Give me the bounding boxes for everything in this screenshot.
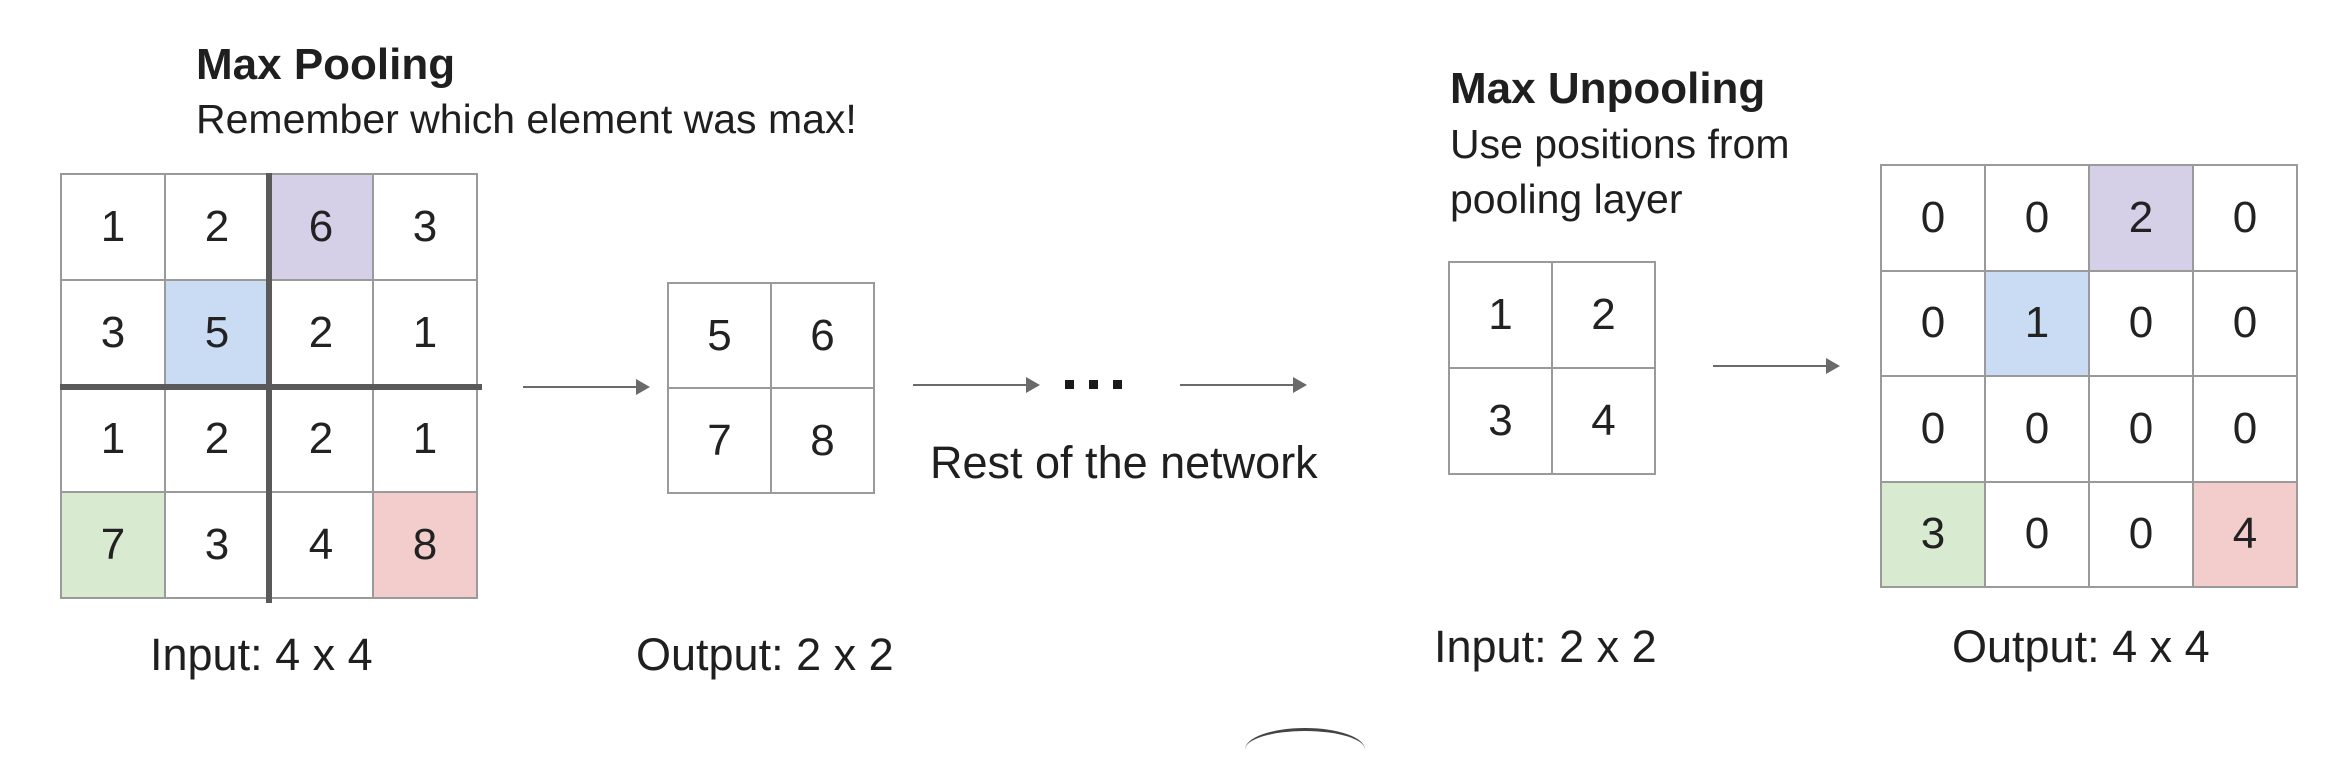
grid-cell: 0 [1882, 271, 1986, 377]
grid-cell-max: 6 [270, 175, 374, 281]
grid-cell: 2 [270, 281, 374, 387]
grid-cell: 1 [374, 387, 478, 493]
grid-cell: 0 [2194, 377, 2298, 483]
arrow-right [913, 377, 1040, 393]
grid-cell: 3 [374, 175, 478, 281]
grid-cell-max: 2 [2090, 166, 2194, 272]
grid-cell: 2 [166, 175, 270, 281]
grid-cell-max: 7 [62, 493, 166, 599]
grid-cell: 0 [1882, 166, 1986, 272]
unpooling-output-label: Output: 4 x 4 [1952, 621, 2210, 672]
grid-cell: 6 [772, 284, 875, 389]
grid-cell-max: 3 [1882, 482, 1986, 588]
ellipsis-icon [1065, 380, 1137, 398]
pooling-region-divider-horizontal [60, 384, 482, 390]
grid-cell: 0 [2194, 166, 2298, 272]
unpooling-input-label: Input: 2 x 2 [1434, 621, 1657, 672]
grid-cell-max: 4 [2194, 482, 2298, 588]
grid-cell: 0 [2090, 482, 2194, 588]
grid-cell: 0 [2090, 271, 2194, 377]
unpooling-input-grid: 1 2 3 4 [1448, 261, 1656, 475]
arrow-right [523, 379, 650, 395]
max-pooling-title: Max Pooling [196, 40, 456, 89]
grid-cell: 5 [669, 284, 772, 389]
page-edge-arc [1245, 728, 1365, 771]
grid-cell: 8 [772, 389, 875, 494]
grid-cell: 1 [1450, 263, 1553, 369]
max-unpooling-subtitle-line1: Use positions from [1450, 121, 1790, 167]
grid-cell: 4 [270, 493, 374, 599]
grid-cell-max: 8 [374, 493, 478, 599]
pooling-input-label: Input: 4 x 4 [150, 629, 373, 680]
max-unpooling-subtitle-line2: pooling layer [1450, 176, 1683, 222]
pooling-input-grid: 1 2 6 3 3 5 2 1 1 2 2 1 7 3 4 8 [60, 173, 478, 599]
grid-cell: 0 [2090, 377, 2194, 483]
grid-cell: 0 [1986, 482, 2090, 588]
grid-cell: 3 [62, 281, 166, 387]
grid-cell: 0 [1986, 377, 2090, 483]
grid-cell: 1 [62, 387, 166, 493]
grid-cell-max: 5 [166, 281, 270, 387]
grid-cell: 2 [1553, 263, 1656, 369]
grid-cell: 1 [374, 281, 478, 387]
grid-cell: 3 [1450, 369, 1553, 475]
grid-cell: 2 [166, 387, 270, 493]
arrow-right [1713, 358, 1840, 374]
pooling-output-grid: 5 6 7 8 [667, 282, 875, 494]
grid-cell: 2 [270, 387, 374, 493]
grid-cell: 0 [2194, 271, 2298, 377]
grid-cell: 7 [669, 389, 772, 494]
rest-of-network-label: Rest of the network [930, 437, 1318, 488]
grid-cell: 3 [166, 493, 270, 599]
grid-cell: 0 [1882, 377, 1986, 483]
grid-cell: 4 [1553, 369, 1656, 475]
max-pooling-subtitle: Remember which element was max! [196, 96, 857, 142]
arrow-right [1180, 377, 1307, 393]
grid-cell: 1 [62, 175, 166, 281]
grid-cell: 0 [1986, 166, 2090, 272]
grid-cell-max: 1 [1986, 271, 2090, 377]
unpooling-output-grid: 0 0 2 0 0 1 0 0 0 0 0 0 3 0 0 4 [1880, 164, 2298, 588]
pooling-output-label: Output: 2 x 2 [636, 629, 894, 680]
max-unpooling-title: Max Unpooling [1450, 64, 1766, 113]
